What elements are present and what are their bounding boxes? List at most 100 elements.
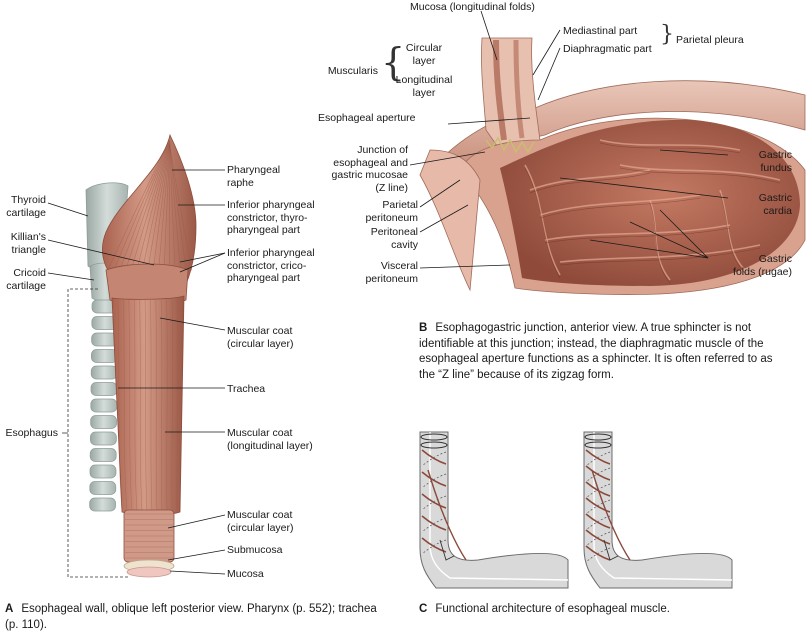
schematic-fiber-back xyxy=(585,451,611,467)
label-mucosa-longitudinal-folds: Mucosa (longitudinal folds) xyxy=(410,1,535,13)
constrictor-fiber xyxy=(107,139,171,271)
leader-line xyxy=(159,317,226,331)
gastric-fold-shadow xyxy=(559,247,761,266)
schematic-fiber-back xyxy=(585,499,611,515)
schematic-right xyxy=(583,431,733,589)
gastric-rugae xyxy=(524,139,781,284)
label-diaphragmatic-part: Diaphragmatic part xyxy=(563,43,652,55)
schematic-lumen-line xyxy=(593,432,733,581)
leader-line xyxy=(179,252,226,263)
schematic-fiber-back xyxy=(421,495,447,511)
panel-a-illustration xyxy=(62,133,197,578)
gastric-fold xyxy=(529,169,651,191)
label-mucosa: Mucosa xyxy=(227,568,264,580)
panel-c-illustration xyxy=(419,431,733,589)
trachea-ring xyxy=(90,431,117,446)
schematic-ring xyxy=(420,433,448,441)
constrictor-fiber xyxy=(169,144,176,273)
trachea-rings xyxy=(89,299,119,512)
schematic-arrow xyxy=(439,539,455,561)
longitudinal-fiber xyxy=(128,299,133,513)
gastric-fold xyxy=(539,194,701,216)
trachea-ring xyxy=(89,464,117,479)
trachea-ring xyxy=(89,497,116,512)
z-line-shape xyxy=(485,136,535,154)
trachea-ring xyxy=(91,349,118,363)
schematic-fiber xyxy=(585,497,611,513)
schematic-fiber xyxy=(421,449,447,465)
leader-line xyxy=(169,570,226,575)
constrictor-fiber xyxy=(163,143,171,274)
schematic-fiber xyxy=(585,513,611,529)
label-muscular-coat-longitudinal: Muscular coat(longitudinal layer) xyxy=(227,427,313,452)
trachea-ring xyxy=(90,415,117,429)
trachea-ring xyxy=(89,481,117,495)
longitudinal-fiber xyxy=(155,299,158,513)
constrictor-fiber xyxy=(113,140,171,271)
mucosa-shape xyxy=(126,566,172,578)
schematic-fiber-back xyxy=(585,467,611,483)
schematic-fiber-back xyxy=(421,539,447,555)
schematic-fiber-back xyxy=(585,547,611,563)
constrictor-fiber xyxy=(118,140,171,272)
leader-line xyxy=(537,47,561,101)
gastric-fold xyxy=(599,139,741,151)
schematic-fiber xyxy=(585,545,611,561)
leader-line xyxy=(47,272,95,281)
label-parietal-pleura: Parietal pleura xyxy=(676,34,744,46)
circular-fibers xyxy=(125,513,173,559)
schematic-fiber xyxy=(421,471,447,487)
constrictor-fibers xyxy=(107,139,193,275)
trachea-ring xyxy=(90,365,118,380)
longitudinal-fiber xyxy=(160,299,163,513)
caption-letter-b: B xyxy=(419,322,428,334)
trachea-ring xyxy=(89,448,117,462)
caption-text-b: Esophagogastric junction, anterior view.… xyxy=(419,322,773,381)
leader-line xyxy=(659,209,709,259)
leader-line xyxy=(480,10,498,61)
longitudinal-fiber xyxy=(123,299,128,513)
constrictor-fiber xyxy=(169,145,193,271)
longitudinal-fiber xyxy=(176,299,179,513)
label-esophageal-aperture: Esophageal aperture xyxy=(318,112,416,124)
leader-line xyxy=(629,221,709,259)
esophagus-tube-shape xyxy=(481,37,541,151)
longitudinal-fiber xyxy=(144,299,148,513)
longitudinal-fibers xyxy=(117,299,179,513)
trachea-ring xyxy=(90,398,118,413)
leader-line xyxy=(447,117,531,125)
gastric-fold xyxy=(544,224,731,241)
gastric-fold-shadow xyxy=(649,202,671,284)
schematic-fiber xyxy=(421,537,447,553)
gastric-fold-shadow xyxy=(599,142,741,154)
leader-lines xyxy=(47,10,729,575)
schematic-fiber xyxy=(421,493,447,509)
gastric-fold-shadow xyxy=(539,197,701,219)
longitudinal-fiber xyxy=(166,299,168,513)
schematic-lumen-line xyxy=(429,432,569,581)
constrictor-fiber xyxy=(152,143,171,275)
esophagus-bracket xyxy=(67,288,128,578)
leader-line xyxy=(47,202,89,217)
longitudinal-fiber xyxy=(171,299,174,513)
caption-text-c: Functional architecture of esophageal mu… xyxy=(435,603,670,615)
leader-line xyxy=(589,239,709,259)
constrictor-fiber xyxy=(169,145,182,273)
schematic-fiber-back xyxy=(421,517,447,533)
leader-line xyxy=(179,252,226,273)
leader-line xyxy=(419,264,511,269)
caption-letter-a: A xyxy=(5,603,14,615)
schematic-left xyxy=(419,431,569,589)
leader-line xyxy=(419,204,469,233)
